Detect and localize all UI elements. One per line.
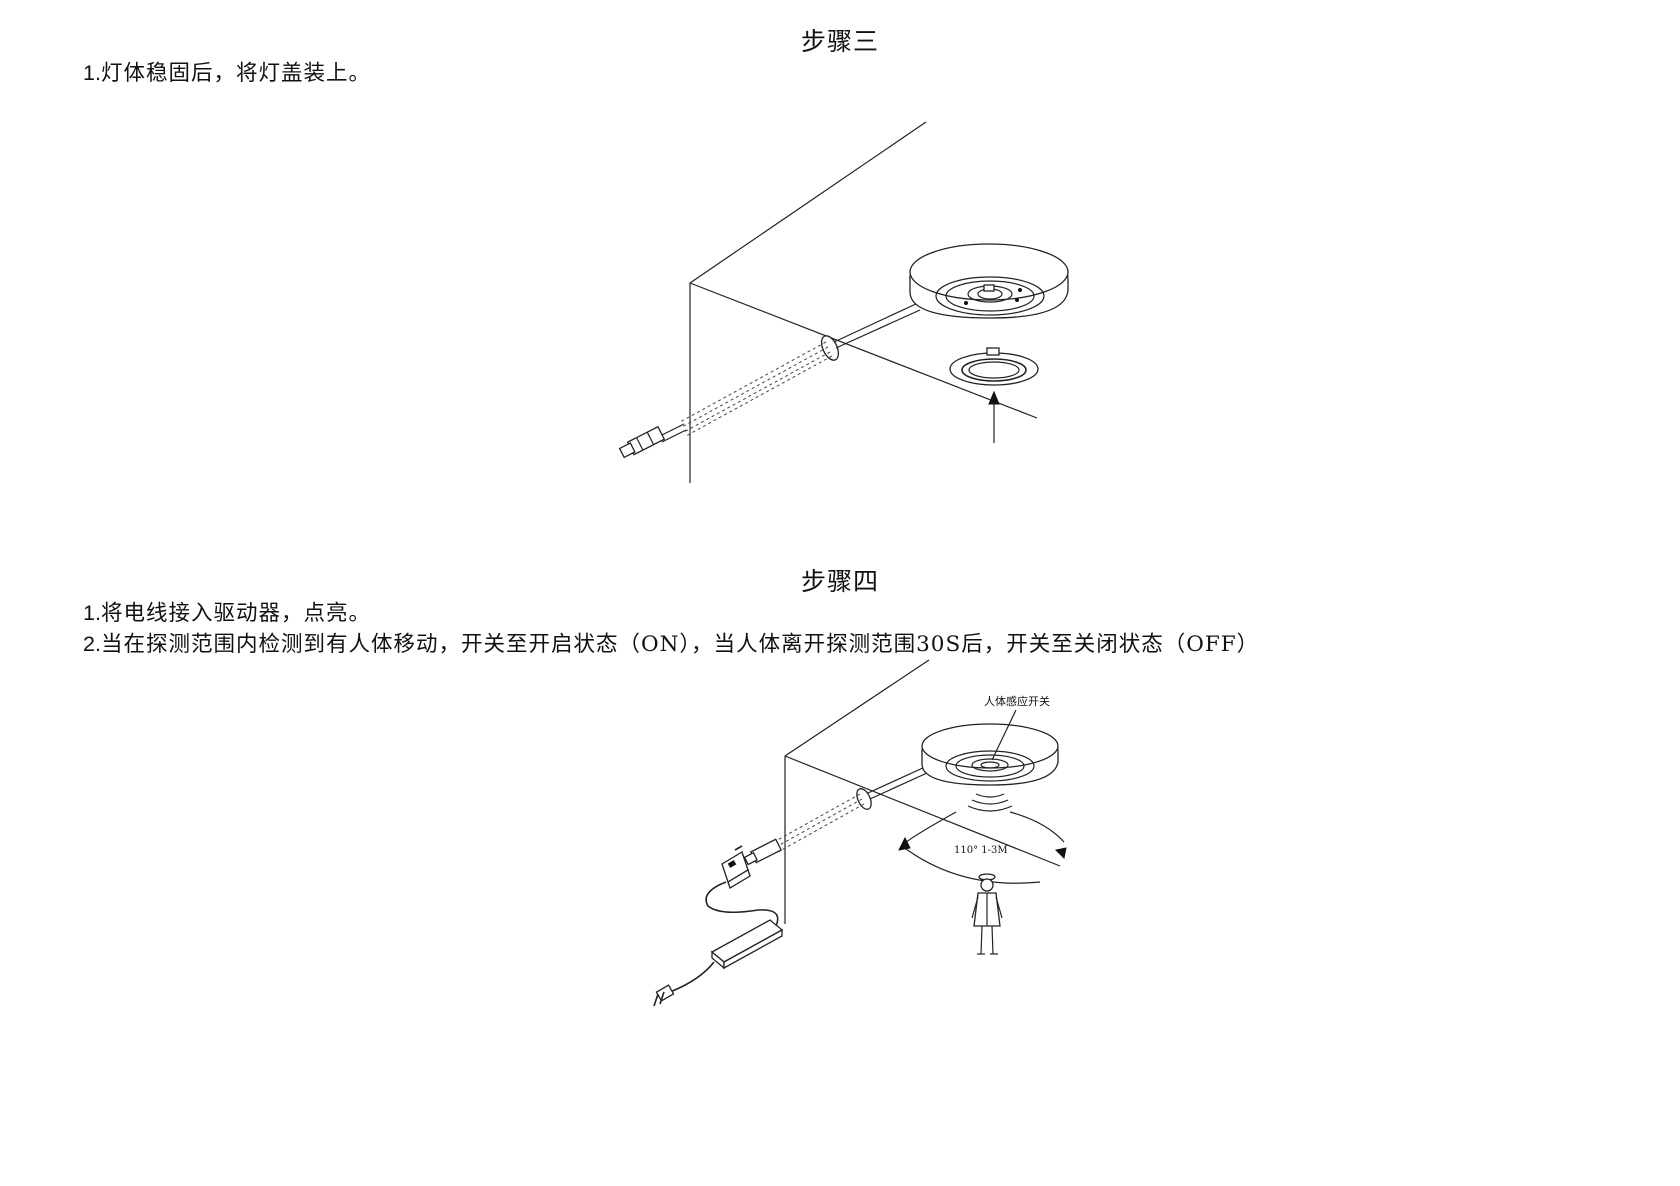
cabinet-top-edge xyxy=(689,121,927,284)
power-plug-icon xyxy=(653,984,675,1007)
light-cover xyxy=(949,347,1039,386)
detection-wave-icon xyxy=(967,793,1013,812)
cable-visible xyxy=(867,766,928,800)
step4-title: 步骤四 xyxy=(800,567,879,596)
instruction-number: 1. xyxy=(83,61,101,85)
instruction-number: 1. xyxy=(83,601,101,625)
cable-hidden xyxy=(773,793,865,853)
light-body xyxy=(909,243,1069,319)
step3-illustration xyxy=(618,121,1069,483)
sensor-label-leader xyxy=(991,709,1017,761)
person-icon xyxy=(971,873,1003,955)
detection-range-arc xyxy=(898,811,1067,884)
range-label: 110° 1-3M xyxy=(954,845,1008,856)
cable-visible xyxy=(833,302,921,349)
connector-plug xyxy=(743,838,783,866)
sensor-switch-box xyxy=(721,851,751,889)
instruction-text: 当在探测范围内检测到有人体移动，开关至开启状态（ON），当人体离开探测范围30S… xyxy=(100,632,1260,657)
wire-to-driver xyxy=(705,881,779,937)
step3-instruction-1: 1.灯体稳固后，将灯盖装上。 xyxy=(83,56,371,87)
instruction-text: 灯体稳固后，将灯盖装上。 xyxy=(100,61,371,86)
cabinet-bottom-edge xyxy=(784,755,1061,867)
cable-hole xyxy=(856,788,872,810)
instruction-number: 2. xyxy=(83,632,101,656)
power-cord xyxy=(669,961,715,993)
led-driver xyxy=(710,919,784,970)
light-body xyxy=(921,723,1059,786)
step4-instruction-2: 2.当在探测范围内检测到有人体移动，开关至开启状态（ON），当人体离开探测范围3… xyxy=(83,627,1259,658)
instruction-text: 将电线接入驱动器，点亮。 xyxy=(100,601,371,626)
sensor-label: 人体感应开关 xyxy=(984,694,1050,708)
cabinet-bottom-edge xyxy=(689,282,1038,419)
connector-plug xyxy=(618,425,666,459)
step3-title: 步骤三 xyxy=(800,27,879,56)
wire xyxy=(734,845,743,851)
cabinet-top-edge xyxy=(784,659,930,757)
install-arrow-icon xyxy=(988,390,1000,443)
cable-end xyxy=(659,423,687,443)
cable-hidden xyxy=(679,341,833,437)
step4-instruction-1: 1.将电线接入驱动器，点亮。 xyxy=(83,596,371,627)
